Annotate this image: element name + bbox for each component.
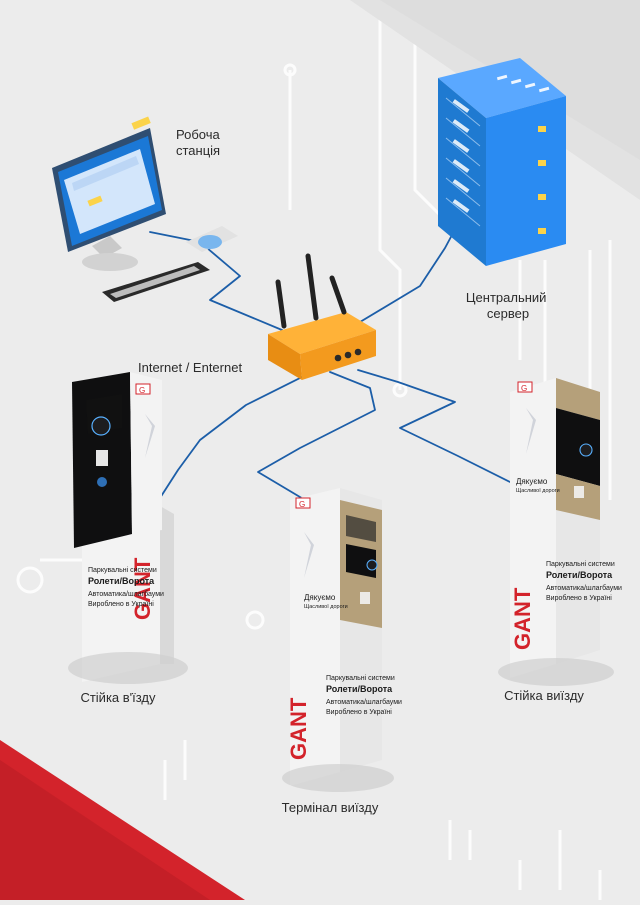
exit-kiosk-text-line2: Ролети/Ворота: [546, 570, 613, 580]
exit-terminal-safe-trip: Щасливої дороги: [304, 604, 348, 610]
exit-kiosk-text-line1: Паркувальні системи: [546, 560, 615, 568]
server-label-line1: Центральний: [466, 290, 547, 305]
workstation-label: Робоча станція: [176, 127, 223, 158]
line-router-to-exit-terminal: [257, 371, 376, 501]
router-icon: [268, 253, 376, 380]
parking-exit-kiosk-icon: G Дякуємо Щасливої дороги GANT Паркуваль…: [498, 378, 622, 686]
server-rack-icon: [438, 58, 566, 266]
line-router-to-workstation: [149, 231, 283, 331]
server-label: Центральний сервер: [466, 290, 550, 321]
computer-icon: [52, 116, 238, 302]
exit-kiosk-safe-trip: Щасливої дороги: [516, 488, 560, 494]
parking-exit-terminal-icon: G Дякуємо Щасливої дороги GANT Паркуваль…: [282, 488, 402, 792]
entry-kiosk-text-line1: Паркувальні системи: [88, 566, 157, 574]
server-label-line2: сервер: [487, 306, 529, 321]
workstation-label-line1: Робоча: [176, 127, 220, 142]
exit-terminal-thanks: Дякуємо: [304, 593, 336, 602]
exit-terminal-brand: GANT: [286, 697, 311, 760]
internet-label: Internet / Enternet: [138, 360, 242, 375]
exit-terminal-text-line4: Вироблено в Україні: [326, 708, 392, 716]
line-router-to-exit-kiosk: [357, 369, 511, 483]
exit-kiosk-text-line4: Вироблено в Україні: [546, 594, 612, 602]
network-lines: [149, 219, 511, 501]
exit-terminal-text-line3: Автоматика/шлагбауми: [326, 698, 402, 706]
exit-terminal-logo-g: G: [299, 500, 305, 509]
exit-kiosk-logo-g: G: [521, 384, 527, 393]
entry-kiosk-text-line3: Автоматика/шлагбауми: [88, 590, 164, 598]
workstation-label-line2: станція: [176, 143, 220, 158]
entry-kiosk-text-line4: Вироблено в Україні: [88, 600, 154, 608]
exit-kiosk-thanks: Дякуємо: [516, 477, 548, 486]
bottom-left-red-decoration-highlight: [0, 760, 210, 900]
entry-kiosk-label: Стійка в'їзду: [80, 690, 156, 705]
exit-terminal-text-line1: Паркувальні системи: [326, 674, 395, 682]
exit-kiosk-text-line3: Автоматика/шлагбауми: [546, 584, 622, 592]
exit-terminal-text-line2: Ролети/Ворота: [326, 684, 393, 694]
exit-kiosk-label: Стійка виїзду: [504, 688, 584, 703]
entry-kiosk-logo-g: G: [139, 386, 145, 395]
entry-kiosk-brand: GANT: [130, 557, 155, 620]
exit-kiosk-brand: GANT: [510, 587, 535, 650]
line-router-to-entry-kiosk: [159, 373, 309, 499]
parking-entry-kiosk-icon: G GANT Паркувальні системи Ролети/Ворота…: [68, 372, 188, 684]
exit-terminal-label: Термінал виїзду: [282, 800, 379, 815]
entry-kiosk-text-line2: Ролети/Ворота: [88, 576, 155, 586]
